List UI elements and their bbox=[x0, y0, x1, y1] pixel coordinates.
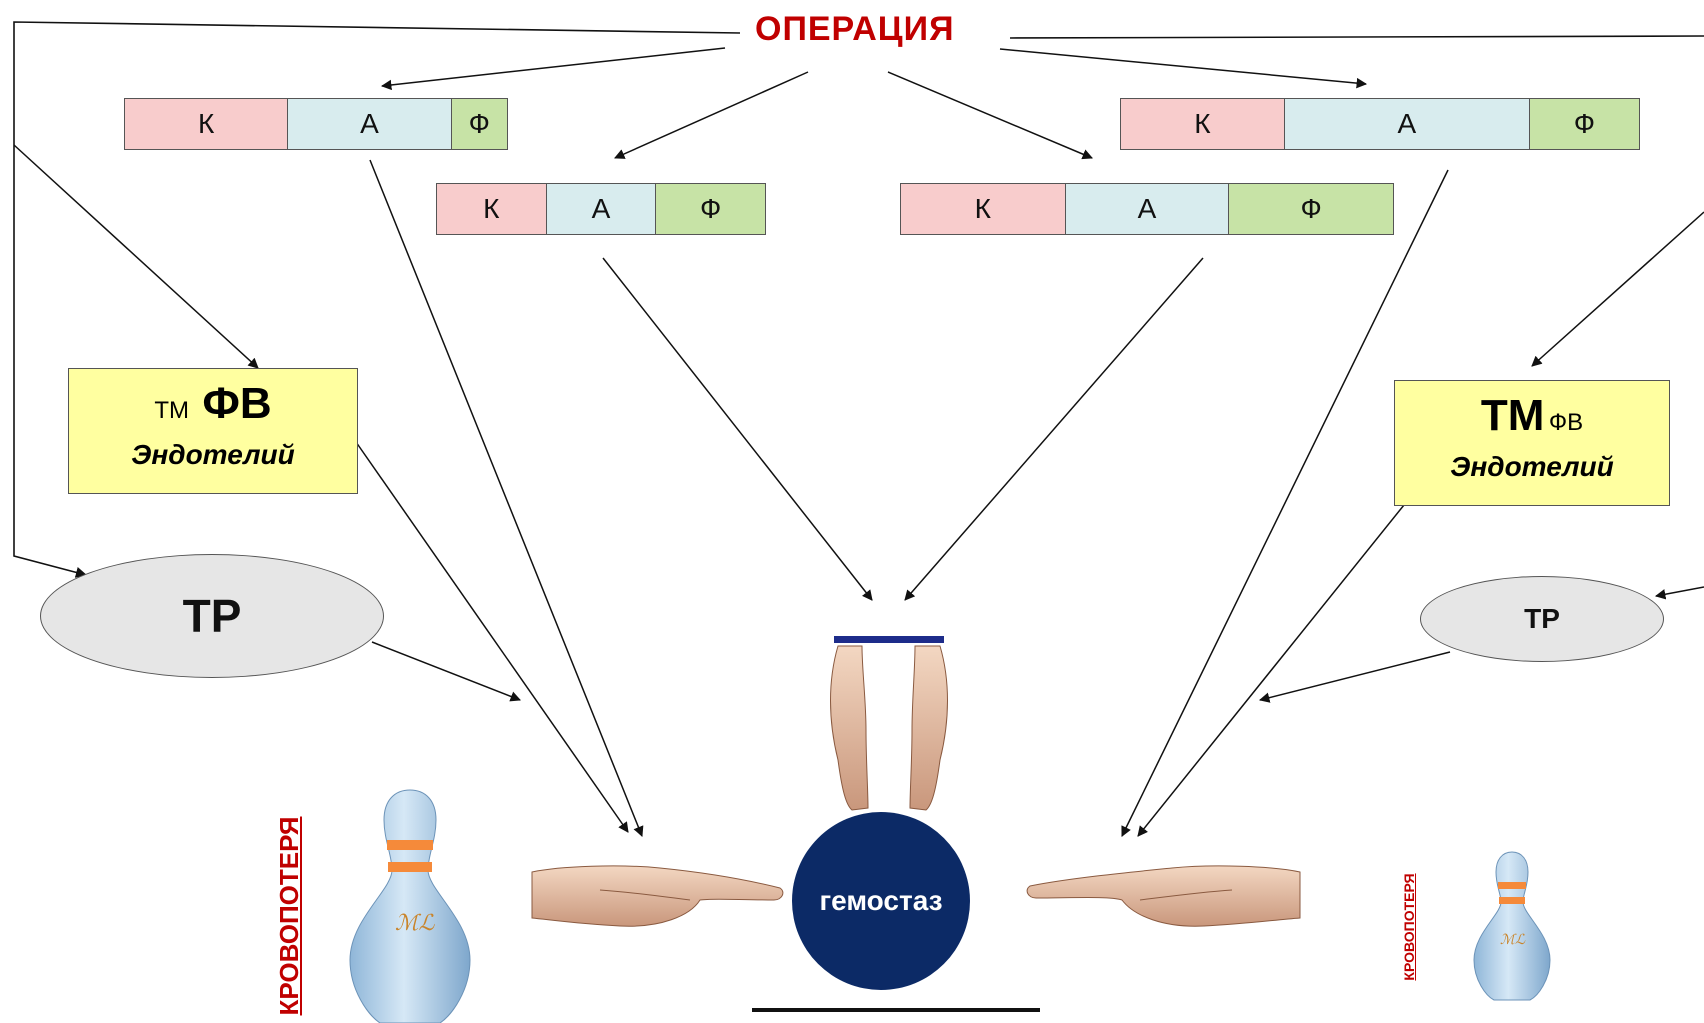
hands-pressing-icon bbox=[830, 636, 948, 811]
arrow-right-edge-to-box bbox=[1531, 211, 1704, 367]
hemostasis-ball: гемостаз bbox=[792, 812, 970, 990]
arrow-right-edge-to-ellipse bbox=[1654, 586, 1704, 600]
frame-line-left bbox=[13, 21, 741, 578]
pointing-hand-right-icon bbox=[531, 865, 784, 927]
arrow-bar4-to-hand bbox=[1121, 169, 1449, 837]
phase-a: А bbox=[546, 184, 657, 234]
phase-f: Ф bbox=[656, 184, 766, 234]
endothelium-label: Эндотелий bbox=[1450, 451, 1614, 482]
pointing-hand-left-icon bbox=[1026, 865, 1301, 927]
phase-k: К bbox=[901, 184, 1066, 234]
blood-loss-label-left: КРОВОПОТЕРЯ bbox=[274, 816, 304, 1016]
phase-a: А bbox=[1284, 99, 1530, 149]
platelets-ellipse-right: ТР bbox=[1420, 576, 1664, 662]
arrow-ellipse-left bbox=[371, 641, 521, 702]
bowling-pin-icon: ℳℒ bbox=[349, 789, 471, 1023]
svg-text:ℳℒ: ℳℒ bbox=[395, 910, 436, 935]
phase-bar-2: К А Ф bbox=[436, 183, 766, 235]
phase-bar-3: К А Ф bbox=[900, 183, 1394, 235]
endothelium-box-right: ТМ ФВ Эндотелий bbox=[1394, 380, 1670, 506]
frame-line-right bbox=[1009, 35, 1704, 39]
operation-title: ОПЕРАЦИЯ bbox=[755, 10, 955, 48]
arrow-title-to-bar-4 bbox=[999, 48, 1368, 89]
arrow-ellipse-right bbox=[1258, 651, 1451, 703]
arrow-box-right-to-hand bbox=[1137, 504, 1405, 837]
phase-a: А bbox=[1065, 184, 1230, 234]
arrow-box-left-to-hand bbox=[355, 441, 629, 833]
fv-label: ФВ bbox=[202, 379, 272, 428]
arrow-bar3-to-hands bbox=[904, 257, 1204, 601]
phase-f: Ф bbox=[451, 99, 508, 149]
endothelium-box-left: ТМ ФВ Эндотелий bbox=[68, 368, 358, 494]
platelets-ellipse-left: ТР bbox=[40, 554, 384, 678]
arrow-title-to-bar-2 bbox=[614, 71, 809, 159]
phase-f: Ф bbox=[1229, 184, 1393, 234]
phase-k: К bbox=[1121, 99, 1285, 149]
tm-label: ТМ bbox=[1480, 391, 1545, 440]
arrow-title-to-bar-3 bbox=[887, 71, 1093, 160]
arrow-bar1-to-hand bbox=[369, 159, 644, 837]
frame-lines bbox=[13, 21, 1704, 578]
arrow-title-to-bar-1 bbox=[380, 47, 726, 91]
arrow-left-edge-to-box bbox=[13, 144, 259, 369]
phase-f: Ф bbox=[1529, 99, 1639, 149]
arrows bbox=[13, 47, 1704, 837]
phase-bar-1: К А Ф bbox=[124, 98, 508, 150]
phase-a: А bbox=[288, 99, 452, 149]
svg-text:ℳℒ: ℳℒ bbox=[1500, 933, 1526, 948]
bowling-pin-icon: ℳℒ bbox=[1473, 851, 1551, 1001]
phase-bar-4: К А Ф bbox=[1120, 98, 1640, 150]
tm-label: ТМ bbox=[154, 397, 189, 424]
fv-label: ФВ bbox=[1548, 409, 1584, 436]
phase-k: К bbox=[125, 99, 289, 149]
arrow-bar2-to-hands bbox=[602, 257, 873, 601]
blood-loss-label-right: КРОВОПОТЕРЯ bbox=[1401, 873, 1417, 981]
phase-k: К bbox=[437, 184, 547, 234]
endothelium-label: Эндотелий bbox=[131, 439, 295, 470]
